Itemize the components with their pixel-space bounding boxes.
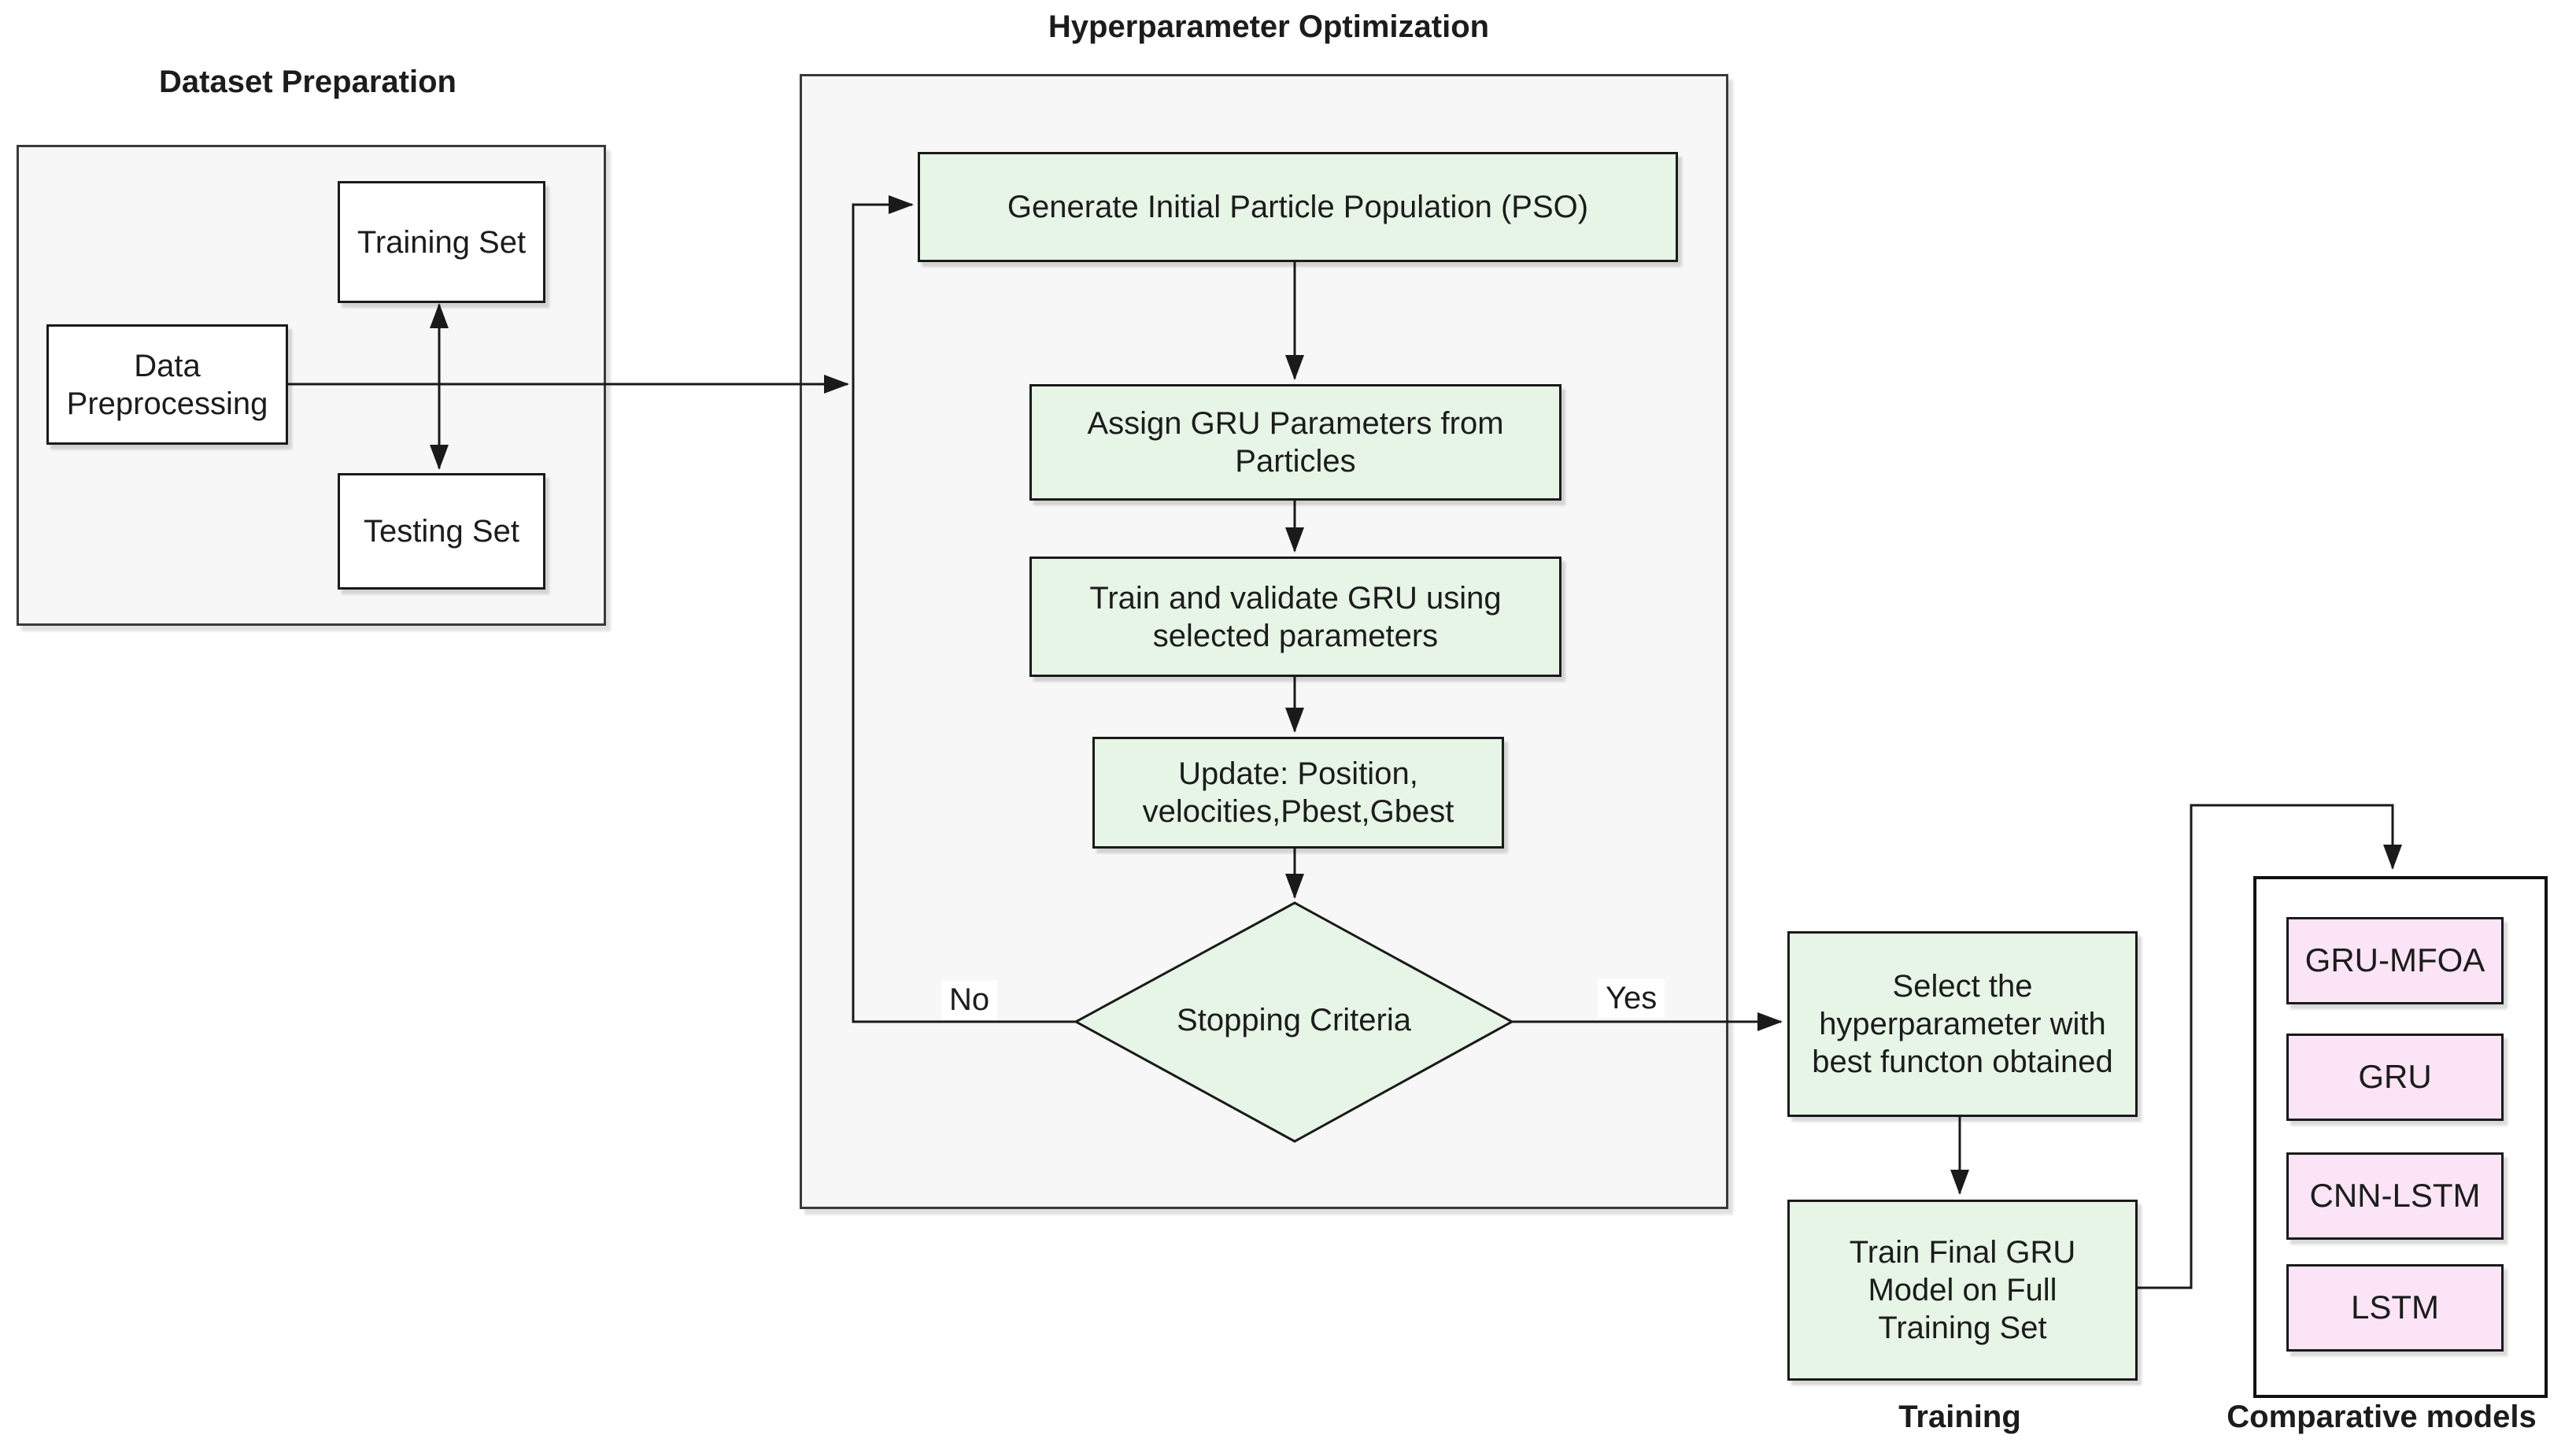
data-preprocessing-node: Data Preprocessing <box>46 324 288 445</box>
model-gru-mfoa-node: GRU-MFOA <box>2286 917 2504 1004</box>
stopping-criteria-diamond <box>1073 901 1515 1143</box>
model-gru-node: GRU <box>2286 1034 2504 1121</box>
update-particles-node: Update: Position, velocities,Pbest,Gbest <box>1092 737 1504 849</box>
generate-population-node: Generate Initial Particle Population (PS… <box>918 152 1678 262</box>
select-hyperparameter-node: Select the hyperparameter with best func… <box>1787 931 2138 1117</box>
edge-no-loop <box>852 195 1076 1023</box>
edge-trainfinal-to-comparative <box>2133 804 2402 1289</box>
comparative-models-label: Comparative models <box>2227 1400 2537 1434</box>
hyperparameter-optimization-title: Hyperparameter Optimization <box>1048 9 1490 44</box>
model-lstm-node: LSTM <box>2286 1264 2504 1352</box>
stopping-criteria-label: Stopping Criteria <box>1177 1003 1411 1037</box>
no-edge-label: No <box>941 981 998 1019</box>
training-set-node: Training Set <box>338 181 545 303</box>
train-validate-node: Train and validate GRU using selected pa… <box>1029 557 1561 677</box>
training-label: Training <box>1898 1400 2021 1434</box>
yes-edge-label: Yes <box>1598 979 1665 1018</box>
train-final-node: Train Final GRU Model on Full Training S… <box>1787 1200 2138 1381</box>
assign-parameters-node: Assign GRU Parameters from Particles <box>1029 384 1561 501</box>
dataset-preparation-title: Dataset Preparation <box>159 65 456 99</box>
model-cnn-lstm-node: CNN-LSTM <box>2286 1152 2504 1240</box>
testing-set-node: Testing Set <box>338 473 545 590</box>
